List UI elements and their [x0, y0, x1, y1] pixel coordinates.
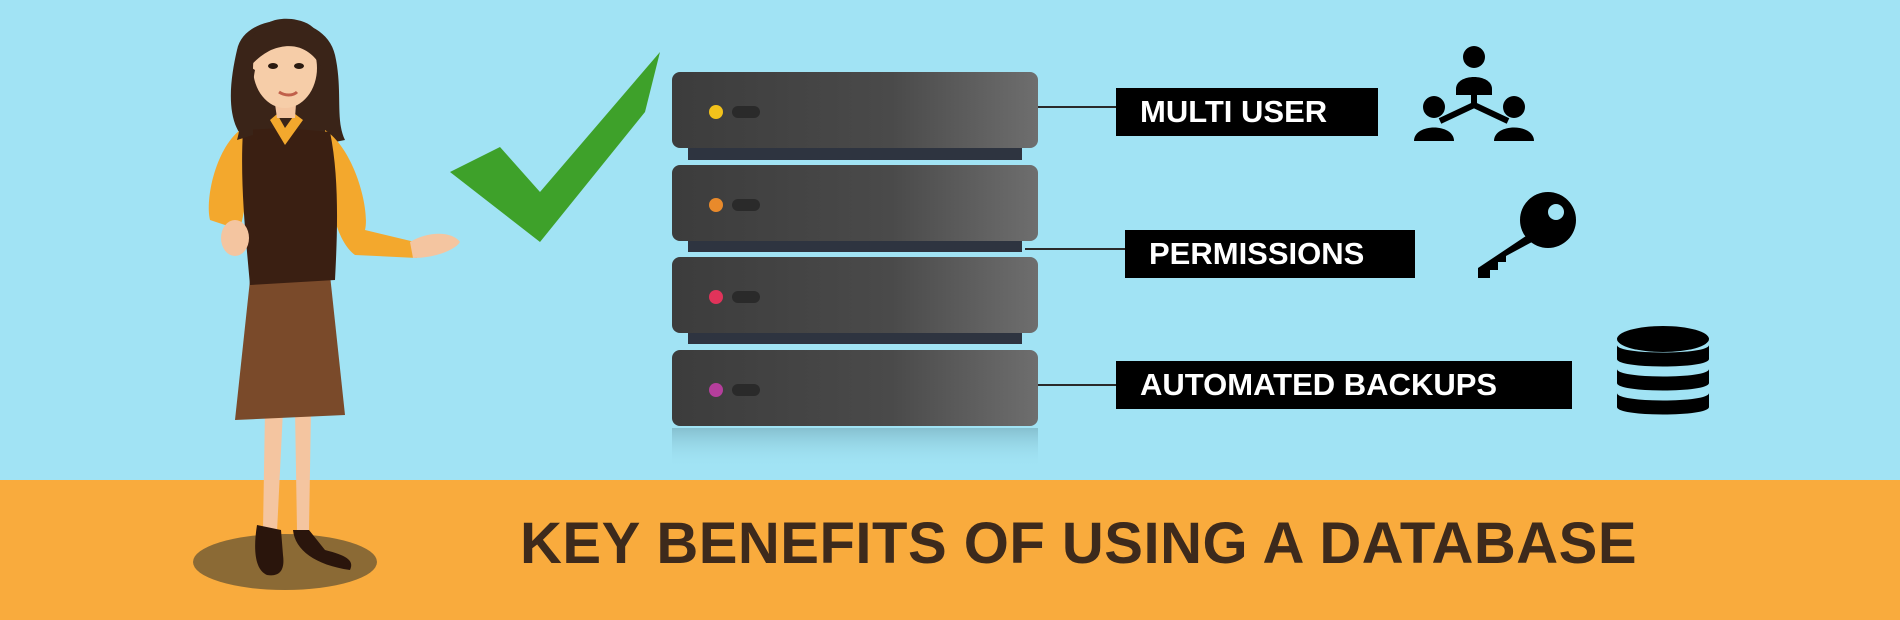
- server-led: [709, 105, 723, 119]
- server-led: [709, 383, 723, 397]
- benefit-label-automated-backups: AUTOMATED BACKUPS: [1116, 361, 1572, 409]
- server-unit: [672, 257, 1038, 344]
- server-unit: [672, 72, 1038, 160]
- database-icon: [1617, 326, 1709, 415]
- connector-line: [1038, 106, 1118, 108]
- benefit-label-multi-user: MULTI USER: [1116, 88, 1378, 136]
- server-led: [709, 290, 723, 304]
- connector-line: [1025, 248, 1125, 250]
- presenter-woman-illustration: [193, 18, 460, 590]
- page-title: KEY BENEFITS OF USING A DATABASE: [520, 511, 1638, 576]
- server-unit: [672, 165, 1038, 252]
- users-network-icon: [1414, 46, 1534, 141]
- connector-line: [1038, 384, 1118, 386]
- benefit-label-permissions: PERMISSIONS: [1125, 230, 1415, 278]
- server-unit: [672, 350, 1038, 426]
- server-rack-illustration: [672, 72, 1038, 468]
- server-led: [709, 198, 723, 212]
- key-icon: [1478, 192, 1576, 278]
- checkmark-icon: [450, 52, 660, 242]
